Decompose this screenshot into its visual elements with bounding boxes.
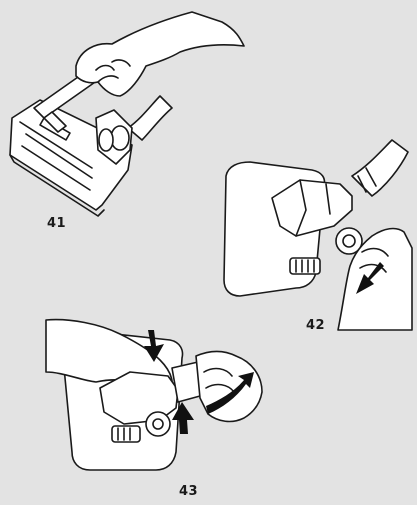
neck-ring-41b — [99, 129, 113, 151]
wheel-42-hub — [343, 235, 355, 247]
figure-42-illustration — [224, 140, 412, 330]
figure-42-label: 42 — [306, 318, 325, 333]
hose-42 — [352, 140, 408, 196]
neck-ring-41 — [111, 126, 129, 150]
figure-41-illustration — [10, 12, 244, 216]
hose-41 — [128, 96, 172, 140]
figure-41-label: 41 — [47, 216, 66, 231]
figure-43-illustration — [46, 320, 262, 470]
hand-41 — [76, 12, 244, 96]
wheel-43-hub — [153, 419, 163, 429]
figure-43-label: 43 — [179, 484, 198, 499]
brush-pedal-43 — [112, 426, 140, 442]
brush-pedal-42 — [290, 258, 320, 274]
